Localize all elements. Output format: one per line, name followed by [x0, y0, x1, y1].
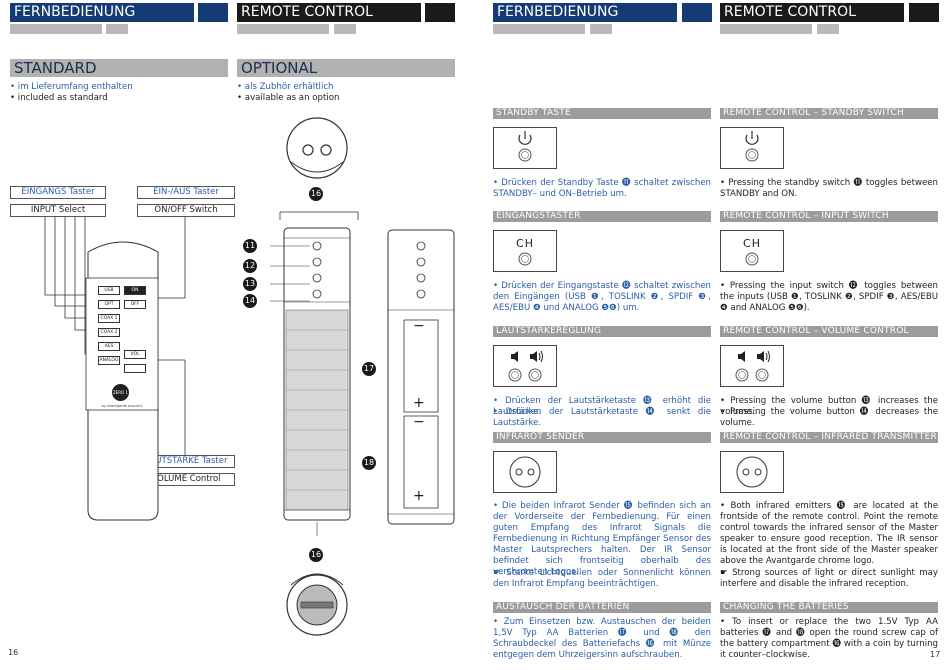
header-en-right: REMOTE CONTROL — [720, 3, 904, 22]
text-input-de: • Drücken der Eingangstaste ⓬ schaltet z… — [493, 281, 711, 313]
header-box-black-right — [909, 3, 939, 22]
remote-vol-down-button[interactable] — [124, 364, 146, 373]
section-volume-de: LAUTSTÄRKEREGLUNG — [493, 326, 711, 337]
section-battery-en: CHANGING THE BATTERIES — [720, 602, 938, 613]
standard-text-en: • included as standard — [10, 93, 108, 103]
remote-analog-button[interactable]: ANALOG — [98, 356, 120, 365]
text-standby-de: • Drücken der Standby Taste ⓫ schaltet z… — [493, 178, 711, 199]
text-input-en: • Pressing the input switch ⓬ toggles be… — [720, 281, 938, 313]
power-icon — [518, 131, 532, 162]
standard-title: STANDARD — [10, 59, 228, 77]
label-onoff-en: ON/OFF Switch — [137, 204, 235, 217]
remote-top-view — [286, 117, 348, 179]
header-de-left: FERNBEDIENUNG — [10, 3, 194, 22]
optional-text-de: • als Zubhör erhältlich — [237, 82, 334, 92]
callout-16-bottom: 16 — [309, 548, 323, 562]
power-icon — [745, 131, 759, 162]
section-ir-de: INFRAROT SENDER — [493, 432, 711, 443]
text-ir-en-note: ☛ Strong sources of light or direct sunl… — [720, 568, 938, 589]
ir-icon-box-de — [493, 451, 557, 493]
text-volume-en-2: • Pressing the volume button ⓮ decreases… — [720, 407, 938, 428]
text-battery-en: • To insert or replace the two 1.5V Typ … — [720, 617, 938, 660]
remote-brand-text: by avantgarde acoustic — [101, 404, 143, 408]
section-standby-en: REMOTE CONTROL – STANDBY SWITCH — [720, 108, 938, 119]
ch-icon: CH — [743, 237, 761, 250]
text-standby-en: • Pressing the standby switch ⓫ toggles … — [720, 178, 938, 199]
volume-icon-box-de — [493, 345, 557, 387]
optional-title: OPTIONAL — [237, 59, 455, 77]
input-icon-box-de: CH — [493, 230, 557, 272]
gray-bar — [334, 24, 356, 34]
section-volume-en: REMOTE CONTROL – VOLUME CONTROL — [720, 326, 938, 337]
standard-text-de: • im Lieferumfang enthalten — [10, 82, 133, 92]
remote-button-panel: USB ON OPT OFF COAX 1 COAX 2 AES ANALOG … — [98, 284, 158, 424]
speaker-icons — [735, 350, 770, 382]
speaker-icons — [508, 350, 543, 382]
page-number-right: 17 — [930, 650, 941, 659]
text-volume-en-1: • Pressing the volume button ⓭ increases… — [720, 396, 938, 417]
volume-icon-box-en — [720, 345, 784, 387]
remote-usb-button[interactable]: USB — [98, 286, 120, 295]
text-volume-de-2: • Drücken der Lautstärketaste ⓮ senkt di… — [493, 407, 711, 428]
ch-icon: CH — [516, 237, 534, 250]
standby-icon-box-de — [493, 127, 557, 169]
gray-bar — [106, 24, 128, 34]
battery2-plus-icon: + — [413, 488, 425, 504]
label-volume-de: LAUTSTÄRKE Taster — [137, 455, 235, 468]
page-number-left: 16 — [8, 648, 19, 657]
header-box-blue-left — [198, 3, 228, 22]
remote-vol-button[interactable]: VOL — [124, 350, 146, 359]
callout-11: 11 — [243, 239, 257, 253]
header-box-black-left — [425, 3, 455, 22]
header-en-left: REMOTE CONTROL — [237, 3, 421, 22]
callout-14: 14 — [243, 294, 257, 308]
text-ir-en: • Both infrared emitters ⓯ are located a… — [720, 501, 938, 566]
callout-18: 18 — [362, 456, 376, 470]
callout-16-top: 16 — [309, 187, 323, 201]
callout-17: 17 — [362, 362, 376, 376]
remote-logo: ZERO 1 — [112, 384, 129, 401]
input-icon-box-en: CH — [720, 230, 784, 272]
optional-text-en: • available as an option — [237, 93, 340, 103]
battery2-minus-icon: − — [413, 414, 425, 430]
section-input-de: EINGANGSTASTER — [493, 211, 711, 222]
section-ir-en: REMOTE CONTROL – INFRARED TRANSMITTER — [720, 432, 938, 443]
header-de-right: FERNBEDIENUNG — [493, 3, 677, 22]
text-ir-de: • Die beiden Infrarot Sender ⓯ befinden … — [493, 501, 711, 577]
ir-emitter-icon — [736, 456, 768, 488]
gray-bar — [237, 24, 329, 34]
callout-12: 12 — [243, 259, 257, 273]
remote-coax2-button[interactable]: COAX 2 — [98, 328, 120, 337]
remote-side-view — [270, 211, 359, 536]
label-input-de: EINGANGS Taster — [10, 186, 106, 199]
gray-bar — [817, 24, 839, 34]
gray-bar — [590, 24, 612, 34]
gray-bar — [10, 24, 102, 34]
header-box-blue-right — [682, 3, 712, 22]
label-onoff-de: EIN-/AUS Taster — [137, 186, 235, 199]
gray-bar — [720, 24, 812, 34]
text-volume-de-1: • Drücken der Lautstärketaste ⓭ erhöht d… — [493, 396, 711, 417]
section-standby-de: STANDBY TASTE — [493, 108, 711, 119]
text-battery-de: • Zum Einsetzen bzw. Austauschen der bei… — [493, 617, 711, 660]
battery1-minus-icon: − — [413, 318, 425, 334]
battery1-plus-icon: + — [413, 395, 425, 411]
remote-on-button[interactable]: ON — [124, 286, 146, 295]
remote-opt-button[interactable]: OPT — [98, 300, 120, 309]
gray-bar — [493, 24, 585, 34]
remote-bottom-view — [286, 573, 348, 636]
text-ir-de-note: ☛ Starke Lichtquellen oder Sonnenlicht k… — [493, 568, 711, 589]
section-input-en: REMOTE CONTROL – INPUT SWITCH — [720, 211, 938, 222]
battery-compartment-view — [387, 229, 455, 525]
remote-off-button[interactable]: OFF — [124, 300, 146, 309]
ir-icon-box-en — [720, 451, 784, 493]
standby-icon-box-en — [720, 127, 784, 169]
ir-emitter-icon — [509, 456, 541, 488]
label-input-en: INPUT Select — [10, 204, 106, 217]
remote-aes-button[interactable]: AES — [98, 342, 120, 351]
section-battery-de: AUSTAUSCH DER BATTERIEN — [493, 602, 711, 613]
callout-13: 13 — [243, 277, 257, 291]
remote-coax1-button[interactable]: COAX 1 — [98, 314, 120, 323]
